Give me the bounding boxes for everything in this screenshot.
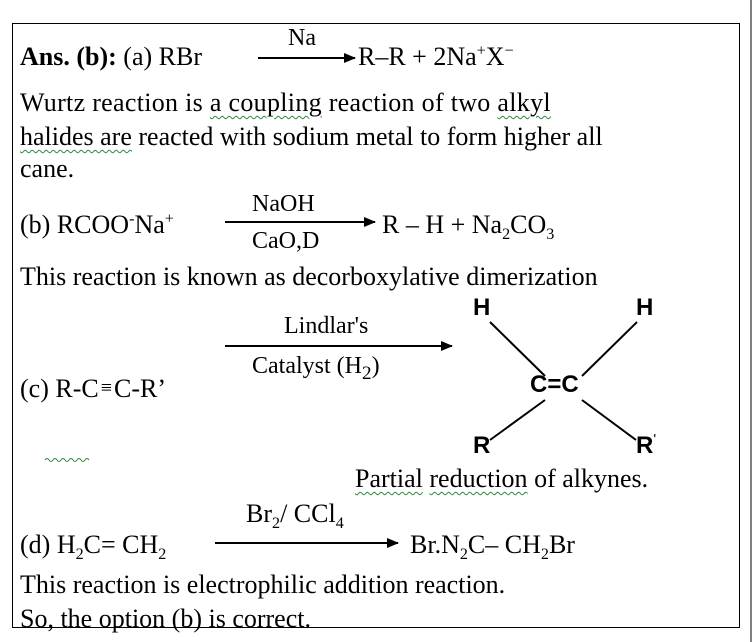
- part-d-reagent: Br2/ CCl4: [246, 499, 344, 533]
- part-d-product: Br.N2C– CH2Br: [410, 530, 575, 564]
- conclusion-line-2: So, the option (b) is correct.: [20, 604, 311, 633]
- part-a-reactant: (a) RBr: [123, 42, 202, 71]
- atom-double-bond: C=C: [530, 371, 579, 398]
- part-b-note: This reaction is known as decorboxylativ…: [20, 262, 598, 291]
- part-b-reagent-bottom: CaO,D: [252, 228, 320, 254]
- part-c-reagent-bottom: Catalyst (H2): [252, 353, 380, 384]
- bond-h-right: [581, 321, 638, 377]
- bond-r-right: [581, 399, 637, 441]
- atom-r-right: R': [636, 432, 657, 459]
- part-c-note: Partial reduction of alkynes.: [355, 464, 649, 493]
- part-a-line: Ans. (b): (a) RBr: [20, 44, 202, 70]
- part-a-reagent: Na: [288, 25, 316, 51]
- part-c-reagent-top: Lindlar's: [284, 313, 369, 339]
- atom-h-right: H: [636, 294, 654, 321]
- conclusion-line-1: This reaction is electrophilic addition …: [20, 570, 506, 599]
- part-a-product: R–R + 2Na+X−: [358, 42, 514, 71]
- stray-squiggle: [44, 458, 90, 462]
- bond-r-left: [489, 399, 546, 441]
- atom-h-left: H: [473, 294, 491, 321]
- answer-box: [12, 23, 740, 628]
- part-c-reactant: (c) R-C≡C-R’: [20, 374, 166, 403]
- part-d-reactant: (d) H2C= CH2: [20, 530, 167, 564]
- bond-h-left: [489, 321, 546, 377]
- wurtz-line-2: halides are reacted with sodium metal to…: [20, 122, 603, 151]
- part-b-reagent-top: NaOH: [252, 191, 315, 217]
- answer-label: Ans. (b):: [20, 42, 117, 71]
- atom-r-left: R: [473, 432, 491, 459]
- part-b-product: R – H + Na2CO3: [382, 210, 555, 244]
- wurtz-line-1: Wurtz reaction is a coupling reaction of…: [20, 88, 551, 117]
- wurtz-line-3: cane.: [20, 154, 75, 183]
- part-b-reactant: (b) RCOO-Na+: [20, 210, 174, 239]
